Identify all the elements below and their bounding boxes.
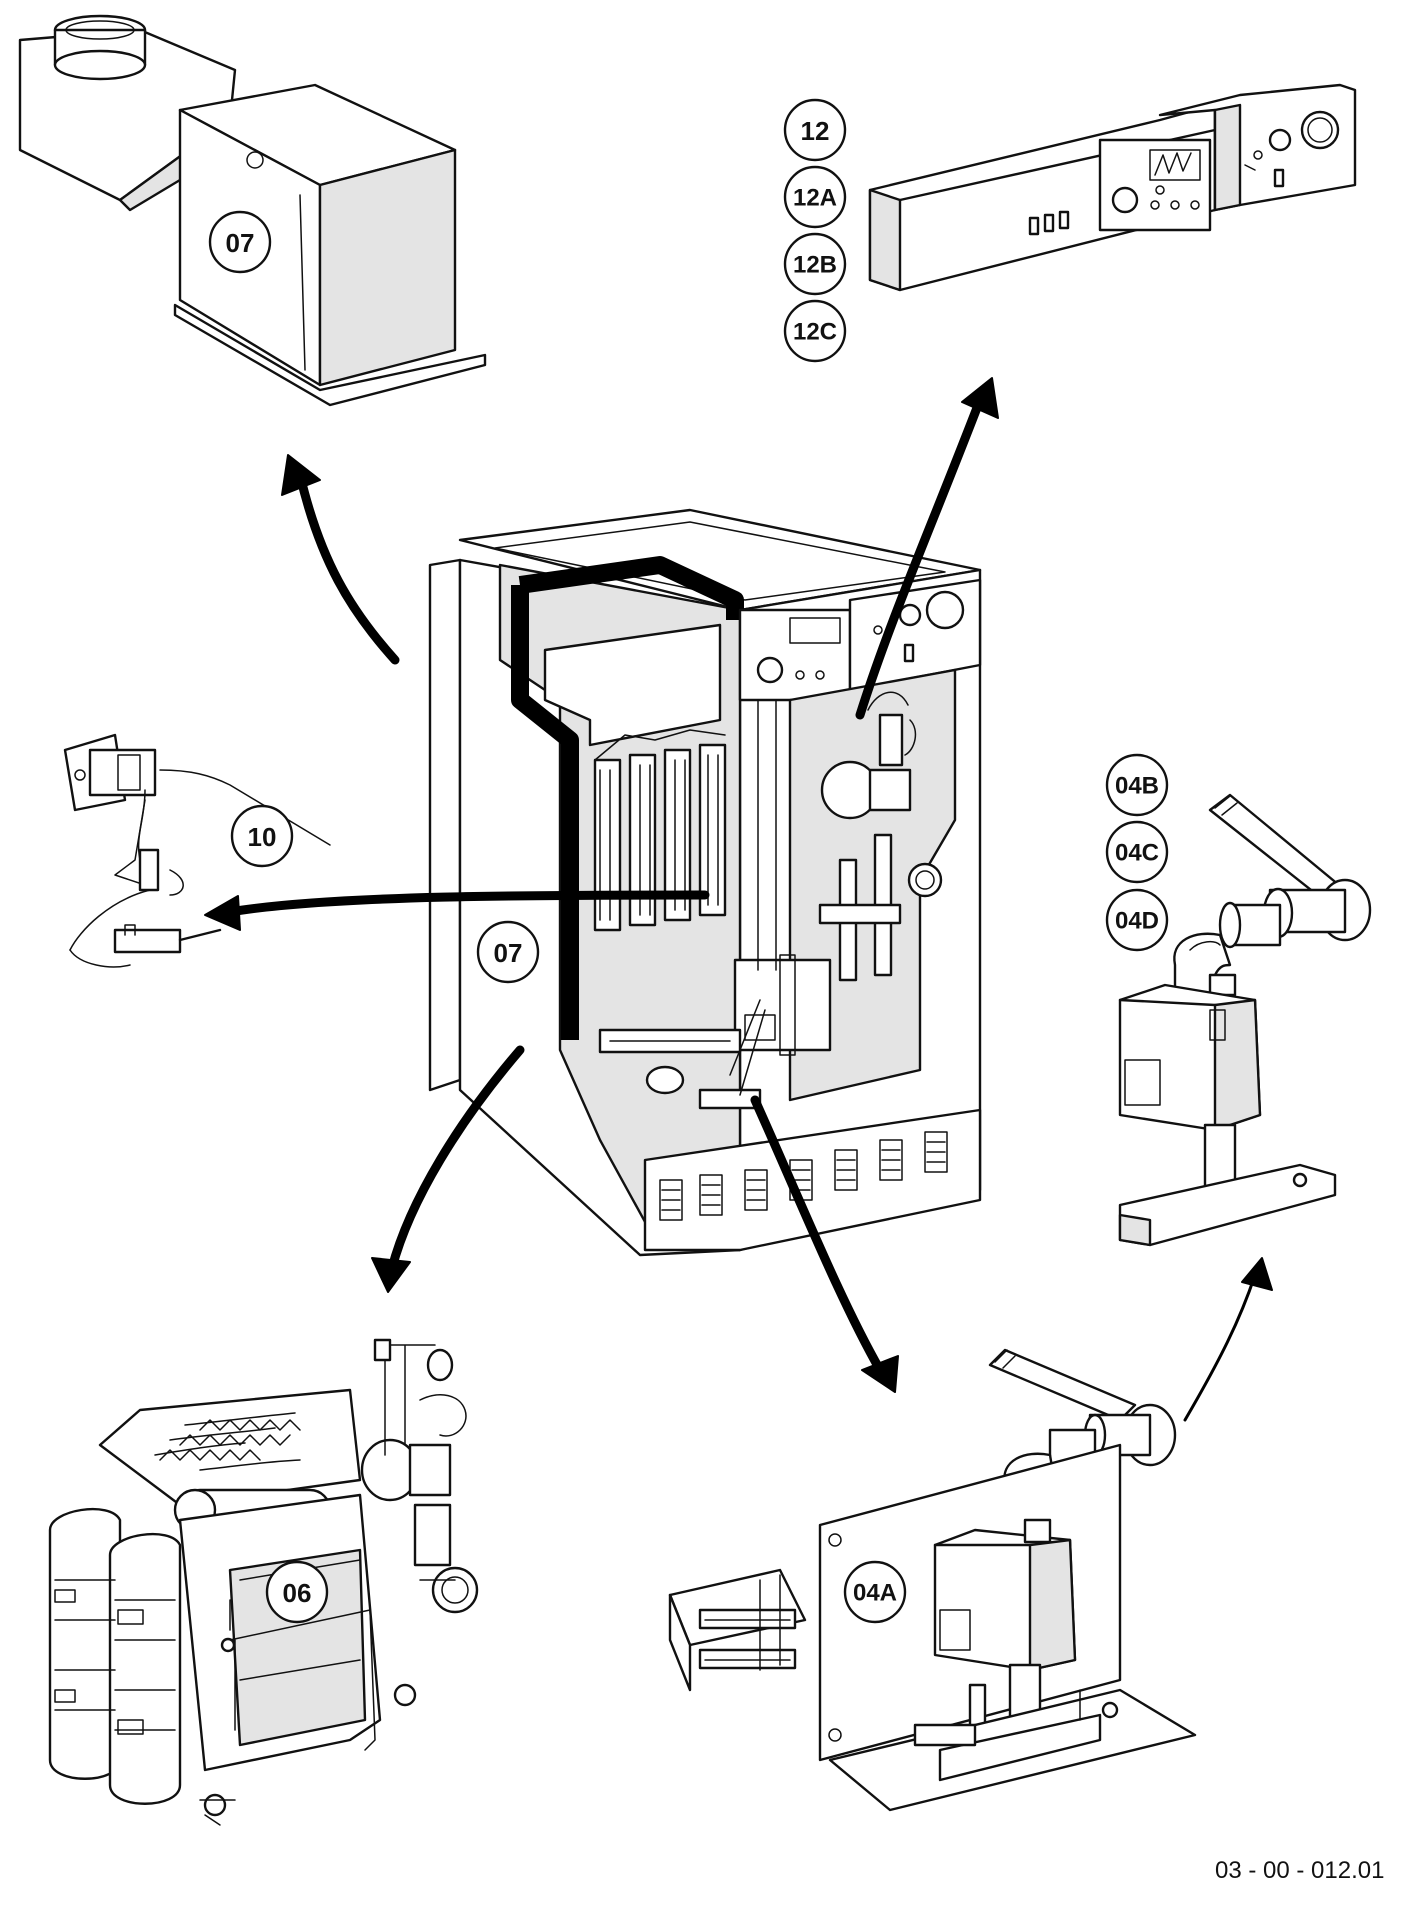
ignition-assembly-drawing [63, 733, 331, 968]
boiler-main-drawing [428, 508, 982, 1257]
callout-ignition: 10 [230, 804, 294, 868]
heat-exchanger-sections [593, 729, 727, 932]
svg-text:04B: 04B [1115, 773, 1159, 800]
pump-kit-drawing [1118, 793, 1372, 1247]
plinth-louvers [659, 1131, 948, 1221]
heat-exchanger-fins [154, 1412, 301, 1471]
arrow-head-control-panel [961, 377, 999, 419]
svg-text:12B: 12B [793, 252, 837, 279]
arrow-to-casing-hood [295, 470, 400, 665]
callout-base-module: 04A [843, 1560, 907, 1624]
callout-casing-top: 07 [208, 210, 272, 274]
explode-arrows [204, 377, 1273, 1422]
svg-text:06: 06 [283, 1578, 312, 1608]
svg-text:04C: 04C [1115, 840, 1159, 867]
svg-text:07: 07 [494, 938, 523, 968]
base-module-drawing [668, 1348, 1197, 1812]
casing-hood-drawing [18, 14, 487, 407]
callout-control-panel-12b: 12B [783, 232, 847, 296]
drawing-reference-number: 03 - 00 - 012.01 [1215, 1857, 1384, 1884]
svg-text:07: 07 [226, 228, 255, 258]
svg-text:04D: 04D [1115, 908, 1159, 935]
arrow-head-heat-exchanger [371, 1257, 411, 1293]
arrow-to-control-panel [855, 395, 985, 720]
arrow-to-base-module [750, 1095, 885, 1375]
callout-heat-exchanger: 06 [265, 1560, 329, 1624]
arrow-head-base-module [861, 1355, 899, 1393]
heat-exchanger-block-drawing [48, 1338, 479, 1826]
arrow-head-ignition [204, 895, 241, 931]
callout-pump-kit-04d: 04D [1105, 888, 1169, 952]
svg-text:12C: 12C [793, 319, 837, 346]
svg-text:12: 12 [801, 116, 830, 146]
arrow-to-pump-kit [1183, 1273, 1257, 1422]
control-panel-drawing [868, 83, 1357, 292]
callout-control-panel-12c: 12C [783, 299, 847, 363]
arrow-to-ignition [225, 890, 710, 917]
callout-control-panel-12: 12 [783, 98, 847, 162]
svg-text:10: 10 [248, 822, 277, 852]
callout-casing-front: 07 [476, 920, 540, 984]
arrow-head-pump-kit [1241, 1257, 1273, 1291]
arrow-to-heat-exchanger [387, 1045, 525, 1273]
arrow-head-casing-hood [281, 454, 321, 496]
svg-text:04A: 04A [853, 1580, 897, 1607]
svg-text:12A: 12A [793, 185, 837, 212]
callout-pump-kit-04c: 04C [1105, 820, 1169, 884]
callout-control-panel-12a: 12A [783, 165, 847, 229]
callout-pump-kit-04b: 04B [1105, 753, 1169, 817]
